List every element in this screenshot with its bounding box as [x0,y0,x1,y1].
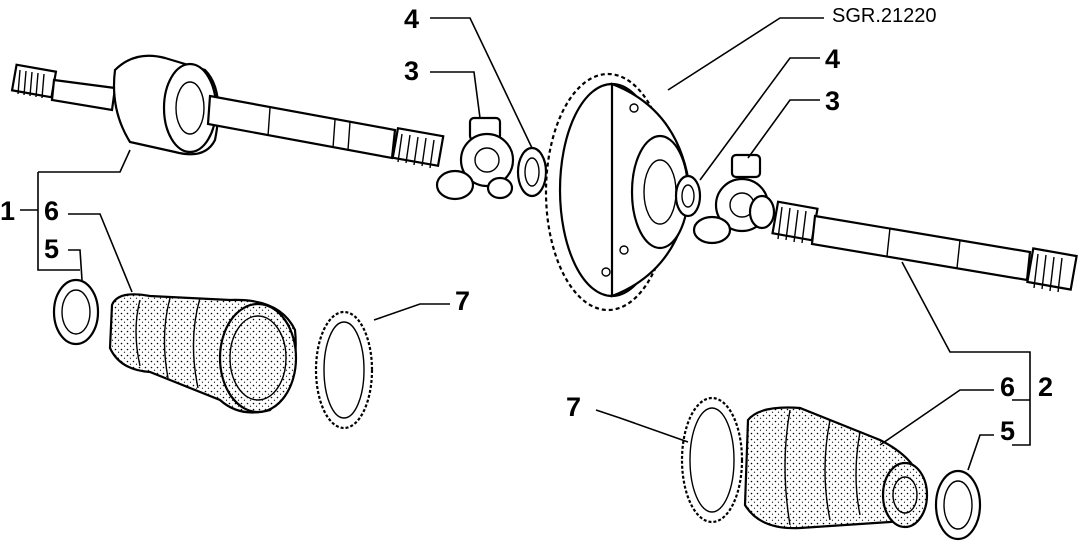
left-boot [108,293,298,414]
left-small-clamp [52,278,100,346]
callout-clamp-large-right: 7 [566,392,581,422]
callout-seal-right: 4 [825,44,840,74]
callout-assembly-right: 2 [1038,372,1053,402]
callout-clamp-large-left: 7 [455,286,470,316]
callout-boot-left: 6 [44,196,59,226]
callout-seal-left: 4 [404,4,419,34]
left-driveshaft [10,54,445,169]
callout-clamp-small-left: 5 [44,234,59,264]
diagram-code-label: SGR.21220 [832,5,937,27]
callout-labels: SGR.21220 4 3 4 3 1 6 5 7 7 6 2 5 [0,4,1053,446]
right-boot [743,406,929,530]
right-tripod [692,153,776,245]
left-tripod [435,116,515,201]
callout-tripod-right: 3 [825,86,840,116]
right-driveshaft [771,200,1078,293]
right-small-clamp [934,469,982,541]
callout-assembly-left: 1 [0,196,15,226]
leader-lines [20,17,1031,471]
right-seal-ring [674,174,702,218]
callout-clamp-small-right: 5 [1000,416,1015,446]
left-seal-ring [516,146,548,198]
left-large-clamp [314,310,374,430]
differential-gear [544,72,692,312]
callout-tripod-left: 3 [404,56,419,86]
callout-boot-right: 6 [1000,372,1015,402]
right-large-clamp [680,396,744,524]
